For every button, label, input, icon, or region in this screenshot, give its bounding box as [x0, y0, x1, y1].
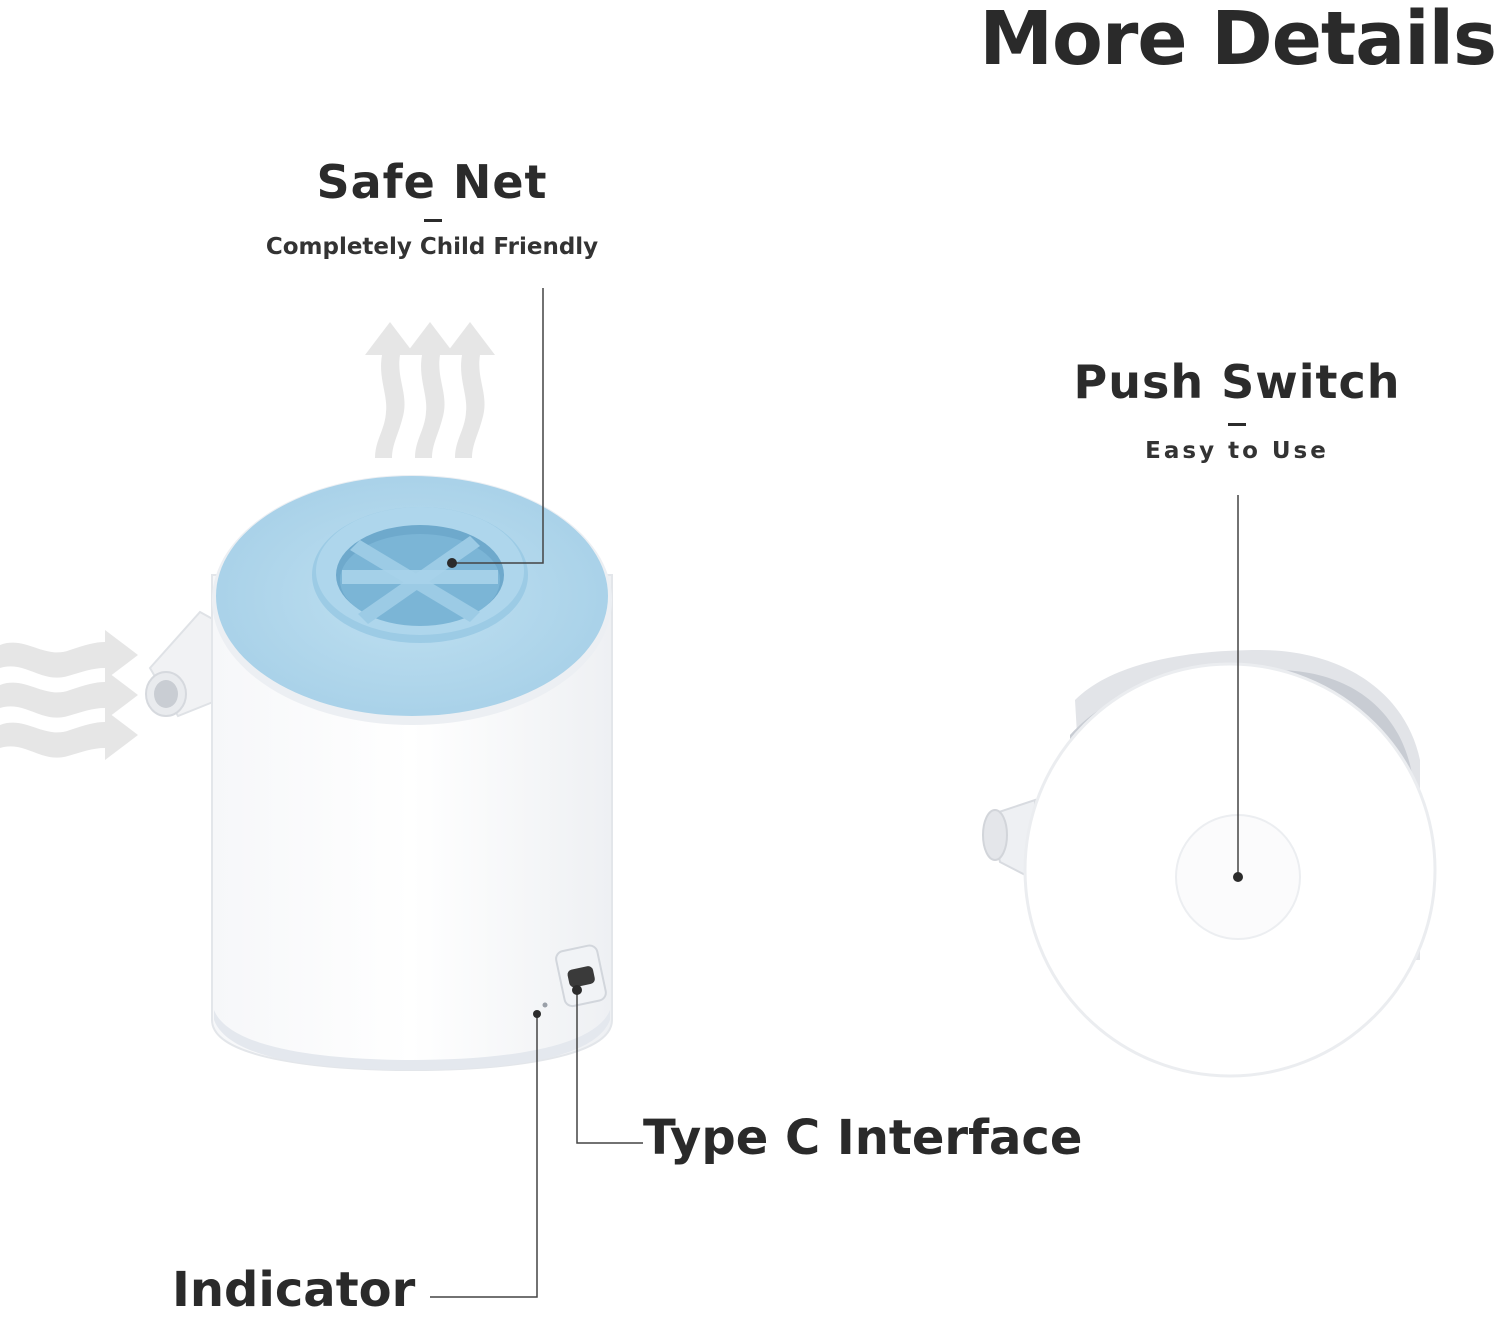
push-switch-dash — [1228, 423, 1246, 426]
indicator-label: Indicator — [172, 1262, 416, 1318]
push-switch-title: Push Switch — [1073, 355, 1401, 409]
page-heading: More Details — [979, 0, 1497, 82]
callout-leader-lines — [430, 288, 1239, 1298]
type-c-interface-label: Type C Interface — [643, 1110, 1083, 1166]
safe-net-dash — [424, 219, 442, 222]
airflow-right-arrows-icon — [0, 630, 138, 760]
safe-net-title: Safe Net — [316, 155, 548, 209]
push-switch-subtitle: Easy to Use — [1145, 438, 1329, 464]
safe-net-subtitle: Completely Child Friendly — [265, 234, 599, 260]
pump-device-image — [145, 475, 613, 1072]
airflow-up-arrows-icon — [365, 322, 495, 458]
pump-bottom-view-image — [982, 650, 1437, 1078]
